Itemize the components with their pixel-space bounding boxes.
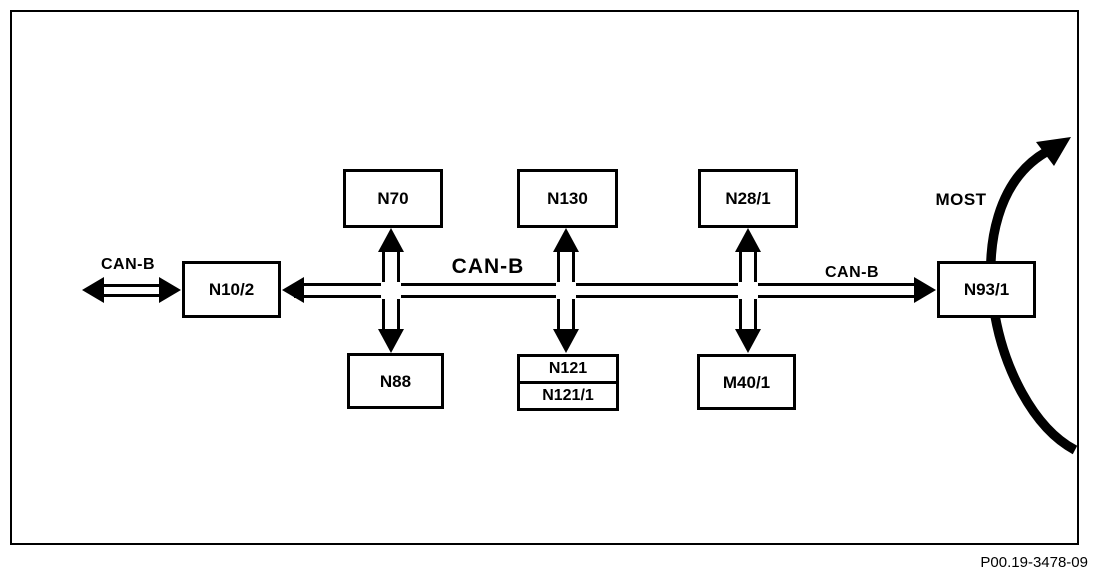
diagram-border <box>10 10 1079 545</box>
bus-arrowhead-right <box>914 277 936 303</box>
can-b-label-middle: CAN-B <box>451 255 525 278</box>
node-n10-2: N10/2 <box>182 261 281 318</box>
can-b-left-stub <box>82 277 181 303</box>
bus-junction <box>381 282 401 299</box>
node-n10-2-label: N10/2 <box>208 280 255 299</box>
branch-arrowhead-down-n121 <box>553 329 579 353</box>
node-m40-1: M40/1 <box>697 354 796 410</box>
node-n121-group: N121 N121/1 <box>517 354 619 411</box>
most-label: MOST <box>935 190 987 209</box>
node-n121-1-label: N121/1 <box>542 387 594 404</box>
node-n121: N121 <box>520 357 616 381</box>
node-n70: N70 <box>343 169 443 228</box>
most-ring-arrowhead <box>1036 137 1071 166</box>
can-b-bus <box>294 283 922 298</box>
stub-top-line <box>100 284 164 287</box>
node-n121-label: N121 <box>548 360 588 377</box>
node-n28-1: N28/1 <box>698 169 798 228</box>
node-n88: N88 <box>347 353 444 409</box>
figure-number: P00.19-3478-09 <box>980 554 1088 571</box>
node-n93-1-label: N93/1 <box>963 280 1010 299</box>
node-n88-label: N88 <box>379 371 412 391</box>
bus-arrowhead-left <box>282 277 304 303</box>
node-m40-1-label: M40/1 <box>722 372 771 392</box>
node-n130: N130 <box>517 169 618 228</box>
bus-junction <box>738 282 758 299</box>
branch-arrowhead-down-m40 <box>735 329 761 353</box>
can-b-label-right: CAN-B <box>824 264 880 281</box>
stub-arrowhead-left <box>82 277 104 303</box>
can-b-label-left: CAN-B <box>100 256 156 273</box>
can-b-bus-bottom-line <box>294 295 922 298</box>
node-n130-label: N130 <box>547 189 588 208</box>
node-n28-1-label: N28/1 <box>725 189 771 208</box>
node-n70-label: N70 <box>377 189 409 208</box>
branch-arrowhead-down-n88 <box>378 329 404 353</box>
stub-bottom-line <box>100 294 164 297</box>
branch-arrowhead-up-n28 <box>735 228 761 252</box>
can-b-bus-top-line <box>294 283 922 286</box>
node-n121-1: N121/1 <box>520 381 616 408</box>
stub-arrowhead-right <box>159 277 181 303</box>
node-n93-1: N93/1 <box>937 261 1036 318</box>
bus-junction <box>556 282 576 299</box>
branch-arrowhead-up-n70 <box>378 228 404 252</box>
branch-arrowhead-up-n130 <box>553 228 579 252</box>
